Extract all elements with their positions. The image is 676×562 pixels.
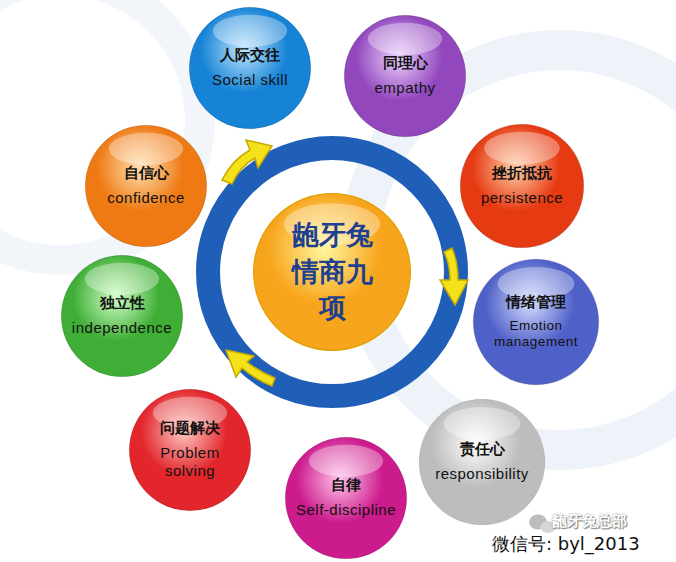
skill-name-zh: 问题解决 (160, 419, 220, 438)
skill-sphere: 问题解决 Problem solving (128, 388, 252, 512)
sphere-outline (284, 436, 408, 560)
skill-name-zh: 责任心 (460, 440, 505, 459)
skill-name-zh: 独立性 (100, 294, 145, 313)
skill-sphere: 挫折抵抗 persistence (459, 123, 585, 249)
watermark-text: 龅牙兔总部 (552, 512, 627, 531)
cycle-ring (208, 148, 456, 396)
wechat-icon (529, 515, 556, 534)
skill-name-zh: 同理心 (383, 54, 428, 73)
sphere-outline (188, 6, 312, 130)
skill-sphere: 自律 Self-discipline (284, 436, 408, 560)
skill-name-en: persistence (481, 189, 563, 208)
skill-name-en: Self-discipline (296, 501, 396, 520)
skill-sphere: 情绪管理 Emotion management (472, 258, 600, 386)
sphere-outline (84, 124, 208, 248)
skill-name-en: Emotion management (482, 318, 590, 352)
wechat-id: 微信号: byl_2013 (492, 532, 640, 556)
cycle-arrows (222, 140, 468, 386)
skill-name-zh: 自律 (331, 476, 361, 495)
sphere-outline (343, 14, 467, 138)
skill-name-en: responsibility (435, 465, 529, 484)
skill-name-en: Problem solving (138, 444, 242, 482)
sphere-outline (60, 254, 184, 378)
skill-name-zh: 挫折抵抗 (492, 164, 552, 183)
skill-sphere: 责任心 responsibility (418, 398, 546, 526)
sphere-outline (459, 123, 585, 249)
skill-sphere: 同理心 empathy (343, 14, 467, 138)
skill-name-en: confidence (107, 189, 185, 208)
skill-name-zh: 人际交往 (220, 46, 280, 65)
skill-name-zh: 自信心 (124, 164, 169, 183)
skill-name-en: empathy (374, 79, 435, 98)
skill-name-en: Social skill (212, 71, 288, 90)
sphere-outline (418, 398, 546, 526)
skill-name-zh: 情绪管理 (506, 293, 566, 312)
skill-name-en: independence (72, 319, 172, 338)
skill-sphere: 人际交往 Social skill (188, 6, 312, 130)
center-title: 龅牙兔 情商九项 (282, 217, 382, 326)
center-circle: 龅牙兔 情商九项 (252, 192, 412, 352)
skill-sphere: 独立性 independence (60, 254, 184, 378)
skill-sphere: 自信心 confidence (84, 124, 208, 248)
